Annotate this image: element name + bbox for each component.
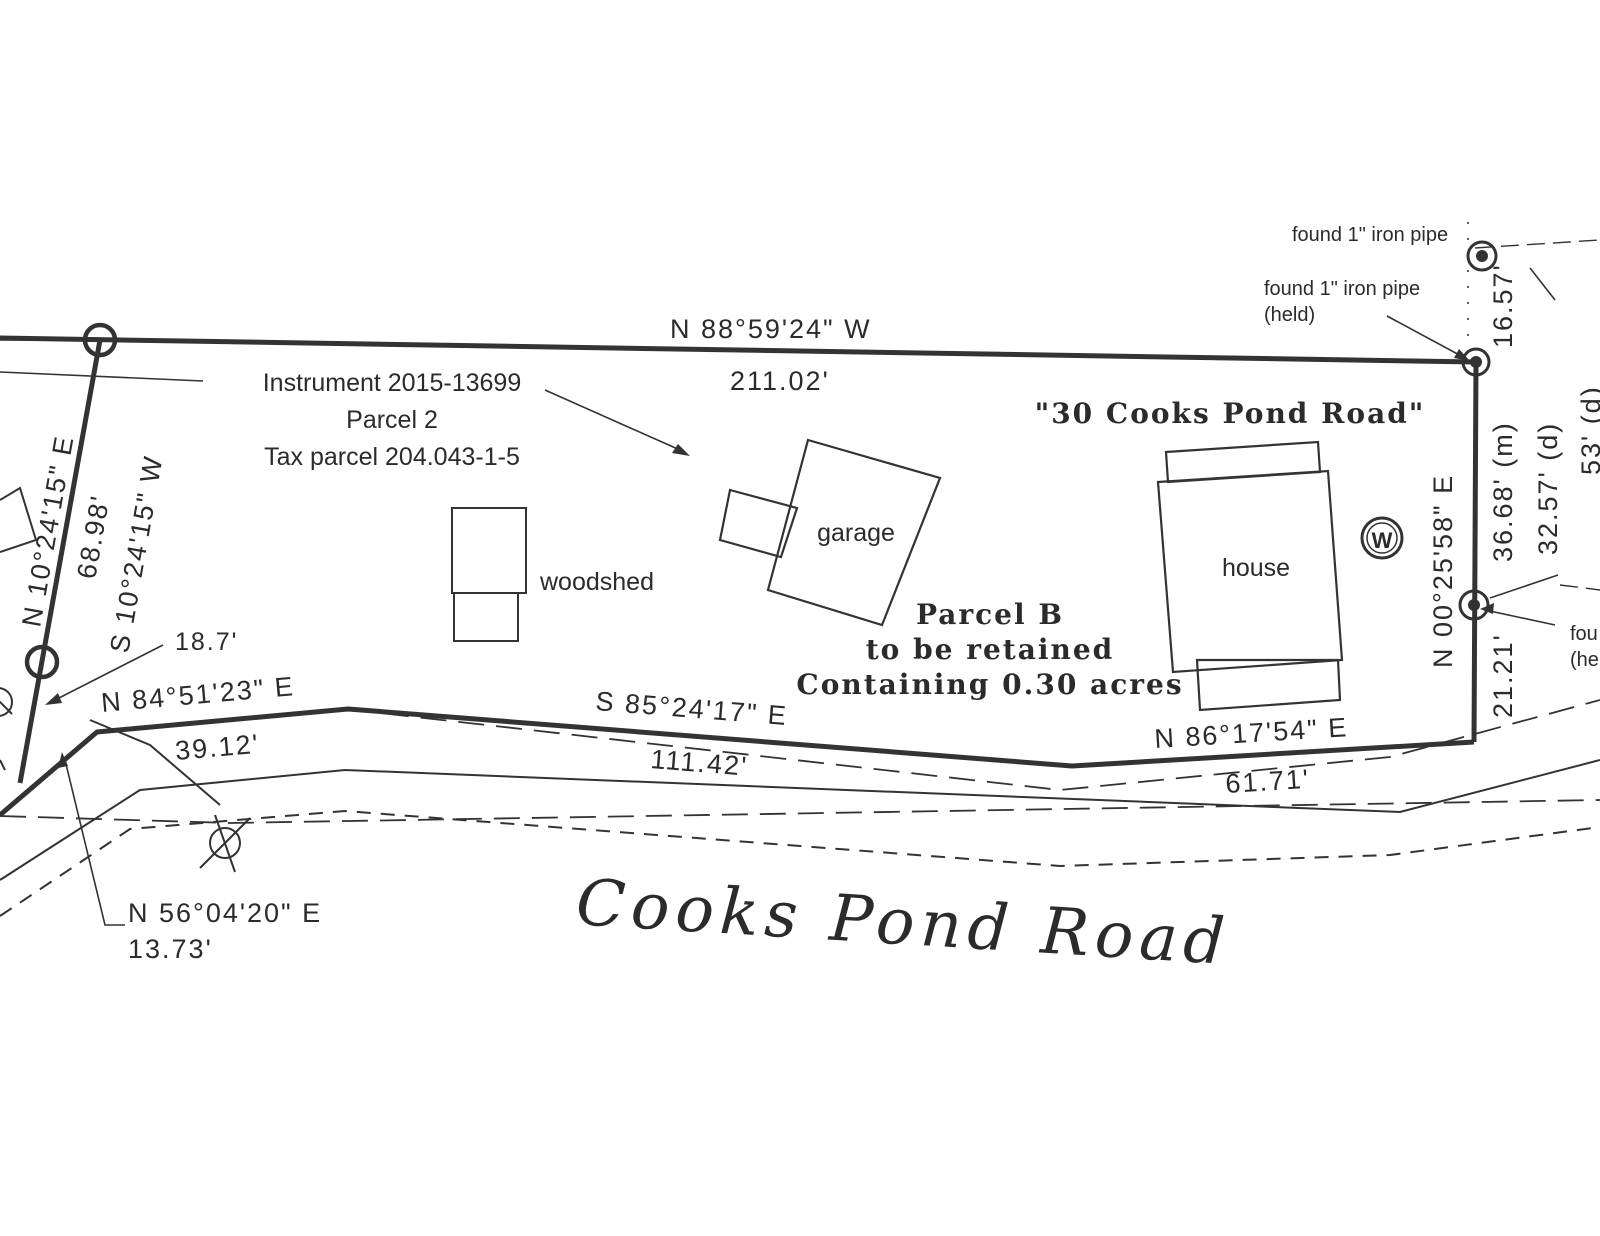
house-label: house — [1222, 554, 1290, 582]
south-line-2-bearing: S 85°24'17" E — [595, 686, 789, 731]
instrument-label: Instrument 2015-13699 — [263, 369, 522, 397]
iron-pipe-marker-top — [1466, 240, 1498, 272]
tax-parcel-label: Tax parcel 204.043-1-5 — [264, 443, 520, 471]
north-line-bearing: N 88°59'24" W — [670, 314, 872, 344]
monument-marker-west — [24, 644, 60, 680]
house-building — [1156, 440, 1344, 712]
road-name-label: Cooks Pond Road — [574, 866, 1233, 980]
right-of-way-dashed-line — [0, 699, 1600, 824]
corner-distance: 13.73' — [128, 934, 213, 964]
utility-pole-symbol-west — [0, 687, 13, 717]
west-line-bearing-north: N 10°24'15" E — [16, 433, 79, 629]
address-label: "30 Cooks Pond Road" — [1035, 397, 1426, 430]
east-distance-measured: 36.68' (m) — [1488, 421, 1518, 562]
thin-line-west — [0, 339, 204, 382]
parcel-number-label: Parcel 2 — [346, 406, 438, 434]
leader-lines — [54, 267, 1559, 926]
partial-structure-west — [0, 486, 38, 771]
monument-marker-northwest — [82, 322, 118, 358]
south-line-3-bearing: N 86°17'54" E — [1154, 712, 1350, 754]
retained-label: to be retained — [866, 633, 1115, 666]
well-symbol-letter: W — [1372, 528, 1393, 553]
utility-pole-symbol — [199, 814, 251, 873]
east-boundary-line — [1471, 361, 1479, 743]
found-pipe-right-note: (he — [1570, 649, 1599, 671]
east-distance-partial: 53' (d) — [1576, 385, 1600, 475]
west-line-bearing-south: S 10°24'15" W — [104, 453, 168, 655]
iron-pipe-marker-east — [1458, 589, 1490, 621]
south-line-1-bearing: N 84°51'23" E — [100, 671, 296, 718]
east-distance-deed: 32.57' (d) — [1533, 422, 1563, 555]
tie-distance-label: 18.7' — [175, 628, 238, 656]
west-boundary-line — [17, 339, 103, 784]
found-pipe-top-label: found 1" iron pipe — [1292, 224, 1448, 246]
east-distance-bottom: 21.21' — [1488, 633, 1518, 718]
found-pipe-right-label: fou — [1570, 623, 1598, 645]
north-line-distance: 211.02' — [730, 366, 830, 396]
well-symbol: W — [1360, 516, 1404, 560]
east-line-bearing: N 00°25'58" E — [1428, 474, 1458, 668]
south-line-2-distance: 111.42' — [650, 744, 750, 782]
south-line-1-distance: 39.12' — [174, 729, 261, 766]
garage-building — [718, 438, 942, 627]
parcel-b-label: Parcel B — [916, 598, 1064, 631]
garage-label: garage — [817, 519, 895, 547]
corner-bearing: N 56°04'20" E — [128, 898, 322, 928]
west-line-distance: 68.98' — [71, 492, 115, 581]
found-pipe-held-label: found 1" iron pipe — [1264, 278, 1420, 300]
north-boundary-line — [0, 335, 1477, 365]
south-line-3-distance: 61.71' — [1225, 764, 1311, 799]
woodshed-building — [451, 507, 527, 642]
acreage-label: Containing 0.30 acres — [796, 668, 1183, 701]
found-pipe-held-note: (held) — [1264, 304, 1315, 326]
woodshed-label: woodshed — [539, 568, 654, 596]
thin-dashed-east — [1474, 239, 1600, 591]
iron-pipe-marker-held — [1461, 347, 1491, 377]
east-distance-top: 16.57' — [1488, 263, 1518, 348]
